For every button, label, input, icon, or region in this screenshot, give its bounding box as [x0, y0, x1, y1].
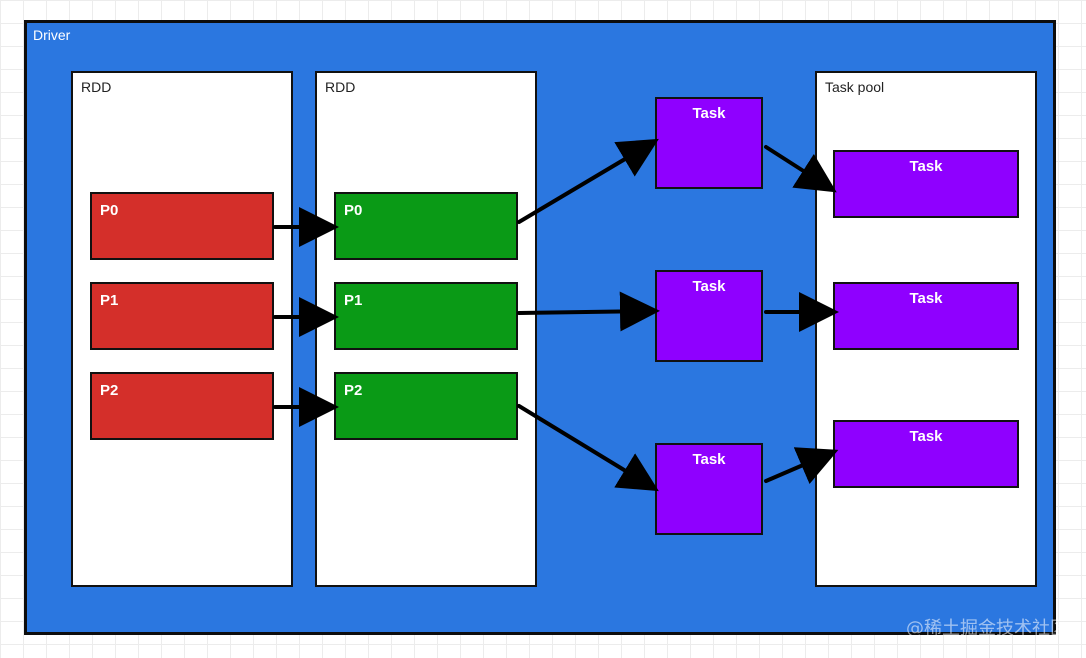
rdd-target-partition-p1: P1: [334, 282, 518, 350]
partition-label: P2: [100, 382, 119, 399]
rdd-source-partition-p2: P2: [90, 372, 274, 440]
rdd-source-partition-p0: P0: [90, 192, 274, 260]
task-pool-task-1: Task: [833, 282, 1019, 350]
rdd-target-label: RDD: [325, 79, 356, 95]
task-label: Task: [909, 290, 943, 307]
partition-label: P2: [344, 382, 363, 399]
task-pool-task-0: Task: [833, 150, 1019, 218]
task-label: Task: [909, 158, 943, 175]
partition-label: P0: [344, 202, 363, 219]
task-pool-task-2: Task: [833, 420, 1019, 488]
task-label: Task: [692, 278, 726, 295]
task-box-0: Task: [655, 97, 763, 189]
rdd-source-label: RDD: [81, 79, 112, 95]
partition-label: P0: [100, 202, 119, 219]
task-label: Task: [692, 451, 726, 468]
rdd-target-partition-p2: P2: [334, 372, 518, 440]
task-label: Task: [692, 105, 726, 122]
task-label: Task: [909, 428, 943, 445]
driver-label: Driver: [33, 27, 71, 43]
task-box-1: Task: [655, 270, 763, 362]
partition-label: P1: [100, 292, 119, 309]
task-pool-label: Task pool: [825, 79, 885, 95]
partition-label: P1: [344, 292, 363, 309]
rdd-source-partition-p1: P1: [90, 282, 274, 350]
task-box-2: Task: [655, 443, 763, 535]
rdd-target-partition-p0: P0: [334, 192, 518, 260]
watermark-text: @稀土掘金技术社区: [906, 618, 1068, 639]
